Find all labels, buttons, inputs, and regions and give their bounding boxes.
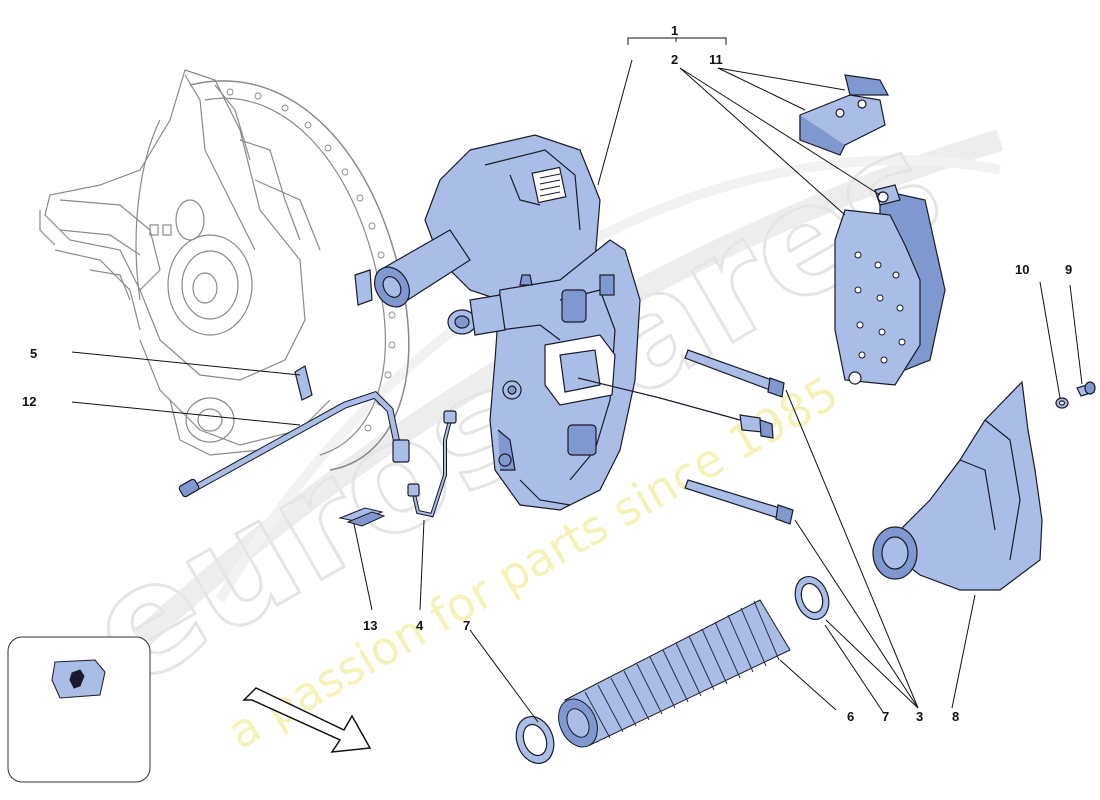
callout-4: 4 — [416, 618, 424, 633]
callout-6: 6 — [847, 709, 854, 724]
brake-cooling-duct — [872, 380, 1043, 591]
prancing-horse-icon — [51, 659, 106, 699]
rigid-brake-pipe — [407, 410, 457, 518]
callout-10: 10 — [1015, 262, 1029, 277]
hose-bracket-clip — [338, 507, 386, 527]
brake-caliper — [354, 134, 641, 511]
bellows-ribs — [584, 600, 780, 739]
pad-rivets — [854, 251, 906, 364]
callout-9: 9 — [1065, 262, 1072, 277]
brake-pads — [834, 184, 946, 386]
guide-pin-lower — [684, 479, 794, 525]
callout-11: 11 — [709, 52, 723, 67]
hose-clamp-lower — [515, 716, 555, 764]
flexible-brake-hose — [178, 390, 410, 498]
pad-wear-sensor-cable — [577, 377, 774, 439]
bolt — [1076, 381, 1096, 397]
actuator-spring — [539, 173, 561, 197]
sensor-clip — [799, 74, 889, 156]
callout-7b: 7 — [882, 709, 889, 724]
callout-2: 2 — [671, 52, 678, 67]
callout-13: 13 — [363, 618, 377, 633]
callout-3: 3 — [916, 709, 923, 724]
washer — [1055, 397, 1069, 409]
callout-8: 8 — [952, 709, 959, 724]
callout-12: 12 — [22, 394, 36, 409]
disc-holes — [226, 88, 396, 432]
guide-pin-upper — [684, 349, 785, 398]
direction-arrow-icon — [242, 687, 372, 753]
hose-clamp-upper — [794, 576, 830, 620]
sensor-bracket — [294, 365, 313, 401]
inset-box — [7, 636, 151, 783]
leader-lines — [69, 37, 1083, 730]
callout-5: 5 — [30, 346, 37, 361]
callout-7a: 7 — [463, 618, 470, 633]
bellows-hose — [558, 599, 791, 748]
callout-1: 1 — [671, 23, 678, 38]
